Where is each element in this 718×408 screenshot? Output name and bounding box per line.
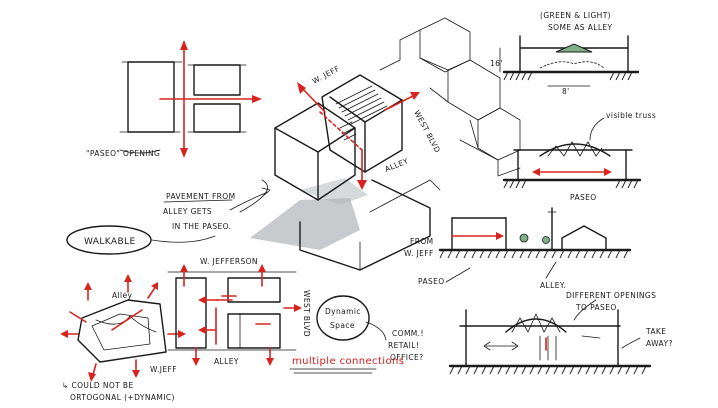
- orthogonal-grid-plan: W. JEFFERSON ALLEY WEST BLVD: [167, 257, 311, 366]
- same-as-alley-label: SOME AS ALLEY: [548, 23, 613, 32]
- alley-small-label: Alley: [112, 291, 133, 300]
- from-label: FROM: [410, 237, 434, 246]
- dynamic-plan: Alley W.JEFF ↳ COULD NOT BE ORTOGONAL (+…: [60, 274, 186, 402]
- west-blvd-top-label: WEST BLVD: [412, 109, 442, 155]
- alley-grid-label: ALLEY: [214, 357, 239, 366]
- paseo-opening-label: "PASEO" OPENING: [86, 149, 160, 158]
- svg-text:IN THE PASEO.: IN THE PASEO.: [172, 222, 231, 231]
- dim-8-label: 8': [562, 87, 570, 96]
- could-not-label: ↳ COULD NOT BE: [62, 381, 134, 390]
- openings-section: COMM.! RETAIL! OFFICE? DIFFERENT OPENING…: [388, 291, 673, 375]
- multiple-connections-note: multiple connections: [289, 356, 404, 374]
- paseo-right-label: PASEO: [418, 277, 445, 286]
- truss-section: visible truss PASEO: [502, 111, 656, 202]
- walkable-bubble: WALKABLE: [66, 225, 216, 255]
- green-light-label: (GREEN & LIGHT): [540, 11, 611, 20]
- retail-label: RETAIL!: [388, 341, 419, 350]
- take-label: TAKE: [645, 327, 666, 336]
- section-green-light: (GREEN & LIGHT) SOME AS ALLEY 16' 8': [490, 11, 640, 96]
- w-jeff-from-label: W. JEFF: [404, 249, 434, 258]
- w-jeff-small-label: W.JEFF: [150, 365, 177, 374]
- alley-right-label: ALLEY.: [540, 281, 566, 290]
- paseo-opening-diagram: "PASEO" OPENING: [86, 40, 262, 158]
- west-blvd-grid-label: WEST BLVD: [302, 290, 311, 337]
- elevation-from-w-jeff: FROM W. JEFF PASEO ALLEY.: [404, 207, 632, 290]
- svg-text:PAVEMENT FROM: PAVEMENT FROM: [166, 192, 235, 201]
- visible-truss-label: visible truss: [606, 111, 656, 120]
- svg-text:ALLEY GETS: ALLEY GETS: [163, 207, 212, 216]
- to-paseo-label: TO PASEO: [575, 303, 617, 312]
- w-jeff-top-label: W. JEFF: [311, 64, 341, 86]
- dim-16-label: 16': [490, 59, 503, 68]
- multiple-connections-label: multiple connections: [292, 356, 404, 367]
- different-openings-label: DIFFERENT OPENINGS: [566, 291, 656, 300]
- space-label: Space: [330, 321, 355, 330]
- dynamic-label: Dynamic: [325, 307, 361, 316]
- away-label: AWAY?: [646, 339, 673, 348]
- context-buildings: [379, 17, 521, 177]
- dynamic-space-note: Dynamic Space: [316, 295, 387, 341]
- w-jefferson-label: W. JEFFERSON: [200, 257, 258, 266]
- paseo-mid-label: PASEO: [570, 193, 597, 202]
- comm-label: COMM.!: [392, 329, 424, 338]
- walkable-label: WALKABLE: [84, 237, 136, 247]
- pavement-note: PAVEMENT FROM ALLEY GETS IN THE PASEO.: [163, 187, 271, 231]
- ortogonal-label: ORTOGONAL (+DYNAMIC): [70, 393, 175, 402]
- office-label: OFFICE?: [390, 353, 424, 362]
